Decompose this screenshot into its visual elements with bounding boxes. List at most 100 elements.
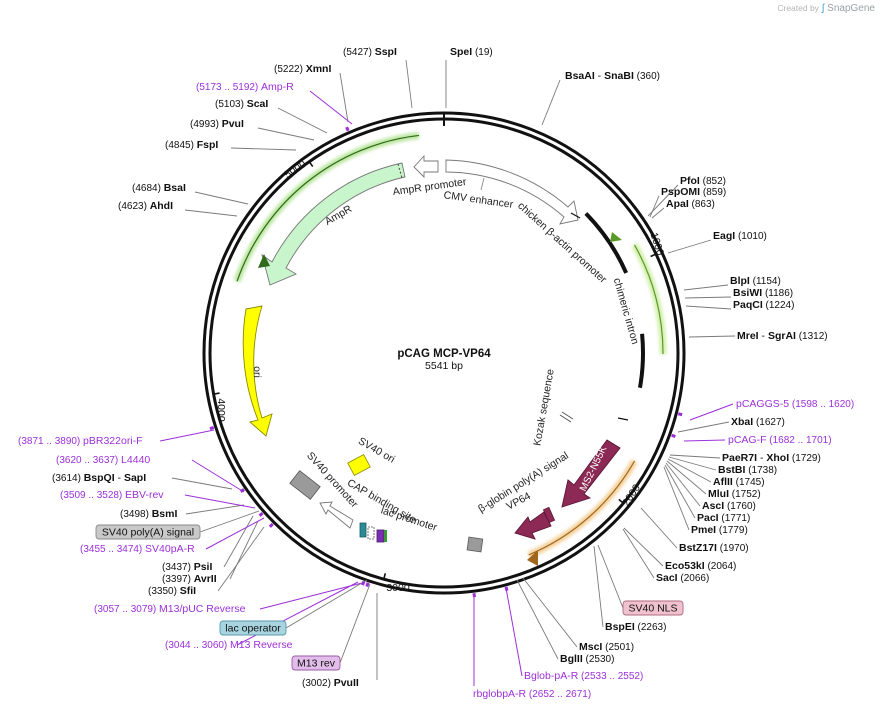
primer-pos-m13-reverse: (3044 .. 3060) xyxy=(165,640,230,651)
primer-name-pbr322ori-f: pBR322ori-F xyxy=(83,435,143,447)
leader-psii xyxy=(223,515,254,568)
enzyme-label-avrii: (3397) AvrII xyxy=(162,573,217,585)
enzyme-label-paqci: PaqCI (1224) xyxy=(733,299,794,311)
leader-lines xyxy=(159,59,736,686)
enzyme-name-msci: MscI xyxy=(579,641,602,653)
tick-mark-4000 xyxy=(213,392,220,395)
intron-arc xyxy=(633,244,664,355)
leader-fspi xyxy=(230,147,297,151)
ampr-arrowhead xyxy=(258,254,270,268)
primer-name-m13-reverse: M13 Reverse xyxy=(230,639,293,651)
primer-label-pcaggs-5: pCAGGS-5 (1598 .. 1620) xyxy=(736,398,854,410)
primer-leader-ebv-rev xyxy=(184,494,256,509)
leader-eco53ki xyxy=(623,527,664,567)
enzyme-label-pspomi: PspOMI (859) xyxy=(661,186,726,198)
sv40-nls-block xyxy=(542,506,556,524)
enzyme-label-pvuii: (3002) PvuII xyxy=(302,677,359,689)
enzyme-name-sfii: SfiI xyxy=(180,585,196,597)
leader-bglii xyxy=(516,579,559,660)
enzyme-name-bsaai: BsaAI xyxy=(565,70,595,82)
enzyme-pos-xmni: (5222) xyxy=(274,64,306,75)
leader-blpi xyxy=(683,284,729,291)
enzyme-pos-aflii: (1745) xyxy=(733,477,765,488)
enzyme-label-saci: SacI (2066) xyxy=(656,572,709,584)
enzyme-pos-sspi: (5427) xyxy=(343,47,375,58)
credit-brand: SnapGene xyxy=(827,3,875,14)
snapgene-logo-icon: ʃ xyxy=(821,3,825,14)
enzyme-name-blpi: BlpI xyxy=(730,275,750,287)
primer-pos-pbr322ori-f: (3871 .. 3890) xyxy=(18,436,83,447)
enzyme-pos-paci: (1771) xyxy=(719,513,751,524)
feature-box-lac-operator xyxy=(219,620,287,636)
tick-mark-5000 xyxy=(308,161,314,168)
enzyme-pos-eco53ki: (2064) xyxy=(705,561,737,572)
enzyme-name-sspi: SspI xyxy=(375,46,397,58)
primer-leader-amp-r xyxy=(309,90,353,125)
enzyme-name-pvui: PvuI xyxy=(222,118,244,130)
primer-name-rbglobpa-r: rbglobpA-R xyxy=(473,688,527,700)
leader-bstbi xyxy=(668,456,717,471)
primer-pos-pcaggs-5: (1598 .. 1620) xyxy=(789,399,854,410)
primer-mark-pcag-f xyxy=(671,433,676,439)
enzyme-name-psii: PsiI xyxy=(194,561,213,573)
enzyme-label-bglii: BglII (2530) xyxy=(560,653,614,665)
enzyme-name2-sgrai: SgrAI xyxy=(768,330,796,342)
primer-pos-m13-puc-reverse: (3057 .. 3079) xyxy=(94,604,159,615)
leader-pspomi xyxy=(649,195,660,218)
feature-label-chimeric-intron: chimeric intron xyxy=(611,277,641,346)
credit-prefix: Created by xyxy=(777,3,819,13)
feature-label-cmv-enhancer: CMV enhancer xyxy=(443,189,515,211)
enzyme-pos-blpi: (1154) xyxy=(750,276,781,287)
enzyme-label-ahdi: (4623) AhdI xyxy=(118,200,173,212)
feature-box-m13-rev xyxy=(291,655,341,671)
leader-asci xyxy=(665,462,701,507)
enzyme-pos-bsai: (4684) xyxy=(132,183,164,194)
leader-bstz17i xyxy=(640,507,678,549)
box-leader-sv40-poly-a-signal xyxy=(199,510,260,533)
enzyme-pos-psii: (3437) xyxy=(162,562,194,573)
leader-msci xyxy=(522,577,578,648)
primer-pos-ebv-rev: (3509 .. 3528) xyxy=(60,490,125,501)
leader-ahdi xyxy=(184,209,238,217)
enzyme-pos-paqci: (1224) xyxy=(763,300,795,311)
enzyme-name-bsiwi: BsiWI xyxy=(733,287,762,299)
leader-eagi xyxy=(667,239,712,254)
enzyme-pos-saci: (2066) xyxy=(678,573,710,584)
leader-pvui xyxy=(257,127,315,141)
feature-label-ori: ori xyxy=(251,366,263,378)
promoter-end-cap xyxy=(570,212,581,219)
enzyme-pos-bsmi: (3498) xyxy=(120,509,152,520)
primer-leader-bglob-pa-r xyxy=(505,587,523,677)
primer-label-sv40pa-r: (3455 .. 3474) SV40pA-R xyxy=(80,543,195,555)
primer-pos-l4440: (3620 .. 3637) xyxy=(56,455,121,466)
enzyme-pos-apai: (863) xyxy=(689,199,715,210)
primer-label-amp-r: (5173 .. 5192) Amp-R xyxy=(196,81,294,93)
primer-mark-ebv-rev xyxy=(258,512,264,517)
primer-name-pcaggs-5: pCAGGS-5 xyxy=(736,398,789,410)
enzyme-label-bsiwi: BsiWI (1186) xyxy=(733,287,793,299)
intron-end-cap xyxy=(617,417,629,421)
enzyme-name-bspqi: BspQI xyxy=(84,472,115,484)
enzyme-name-pmei: PmeI xyxy=(691,524,716,536)
enzyme-name-eco53ki: Eco53kI xyxy=(665,560,705,572)
enzyme-name-ahdi: AhdI xyxy=(150,200,173,212)
enzyme-name-xmni: XmnI xyxy=(306,63,332,75)
enzyme-pos-avrii: (3397) xyxy=(162,574,194,585)
primer-mark-m13-reverse xyxy=(365,582,370,588)
enzyme-label-bspqi: (3614) BspQI - SapI xyxy=(52,472,146,484)
enzyme-label-scai: (5103) ScaI xyxy=(215,98,268,110)
enzyme-name-bstbi: BstBI xyxy=(718,464,746,476)
leader-pmei xyxy=(663,466,690,531)
enzyme-sep-bspqi: - xyxy=(115,472,124,484)
leader-paqci xyxy=(685,305,732,310)
tick-mark-2000 xyxy=(618,498,624,504)
enzyme-pos-bspqi: (3614) xyxy=(52,473,84,484)
enzyme-label-sfii: (3350) SfiI xyxy=(148,585,196,597)
intron-segment xyxy=(637,333,645,389)
cmv-enhancer-arrow xyxy=(445,159,579,225)
enzyme-name-aflii: AflII xyxy=(713,476,733,488)
enzyme-name-fspi: FspI xyxy=(197,139,219,151)
enzyme-pos-spei: (19) xyxy=(472,47,493,58)
